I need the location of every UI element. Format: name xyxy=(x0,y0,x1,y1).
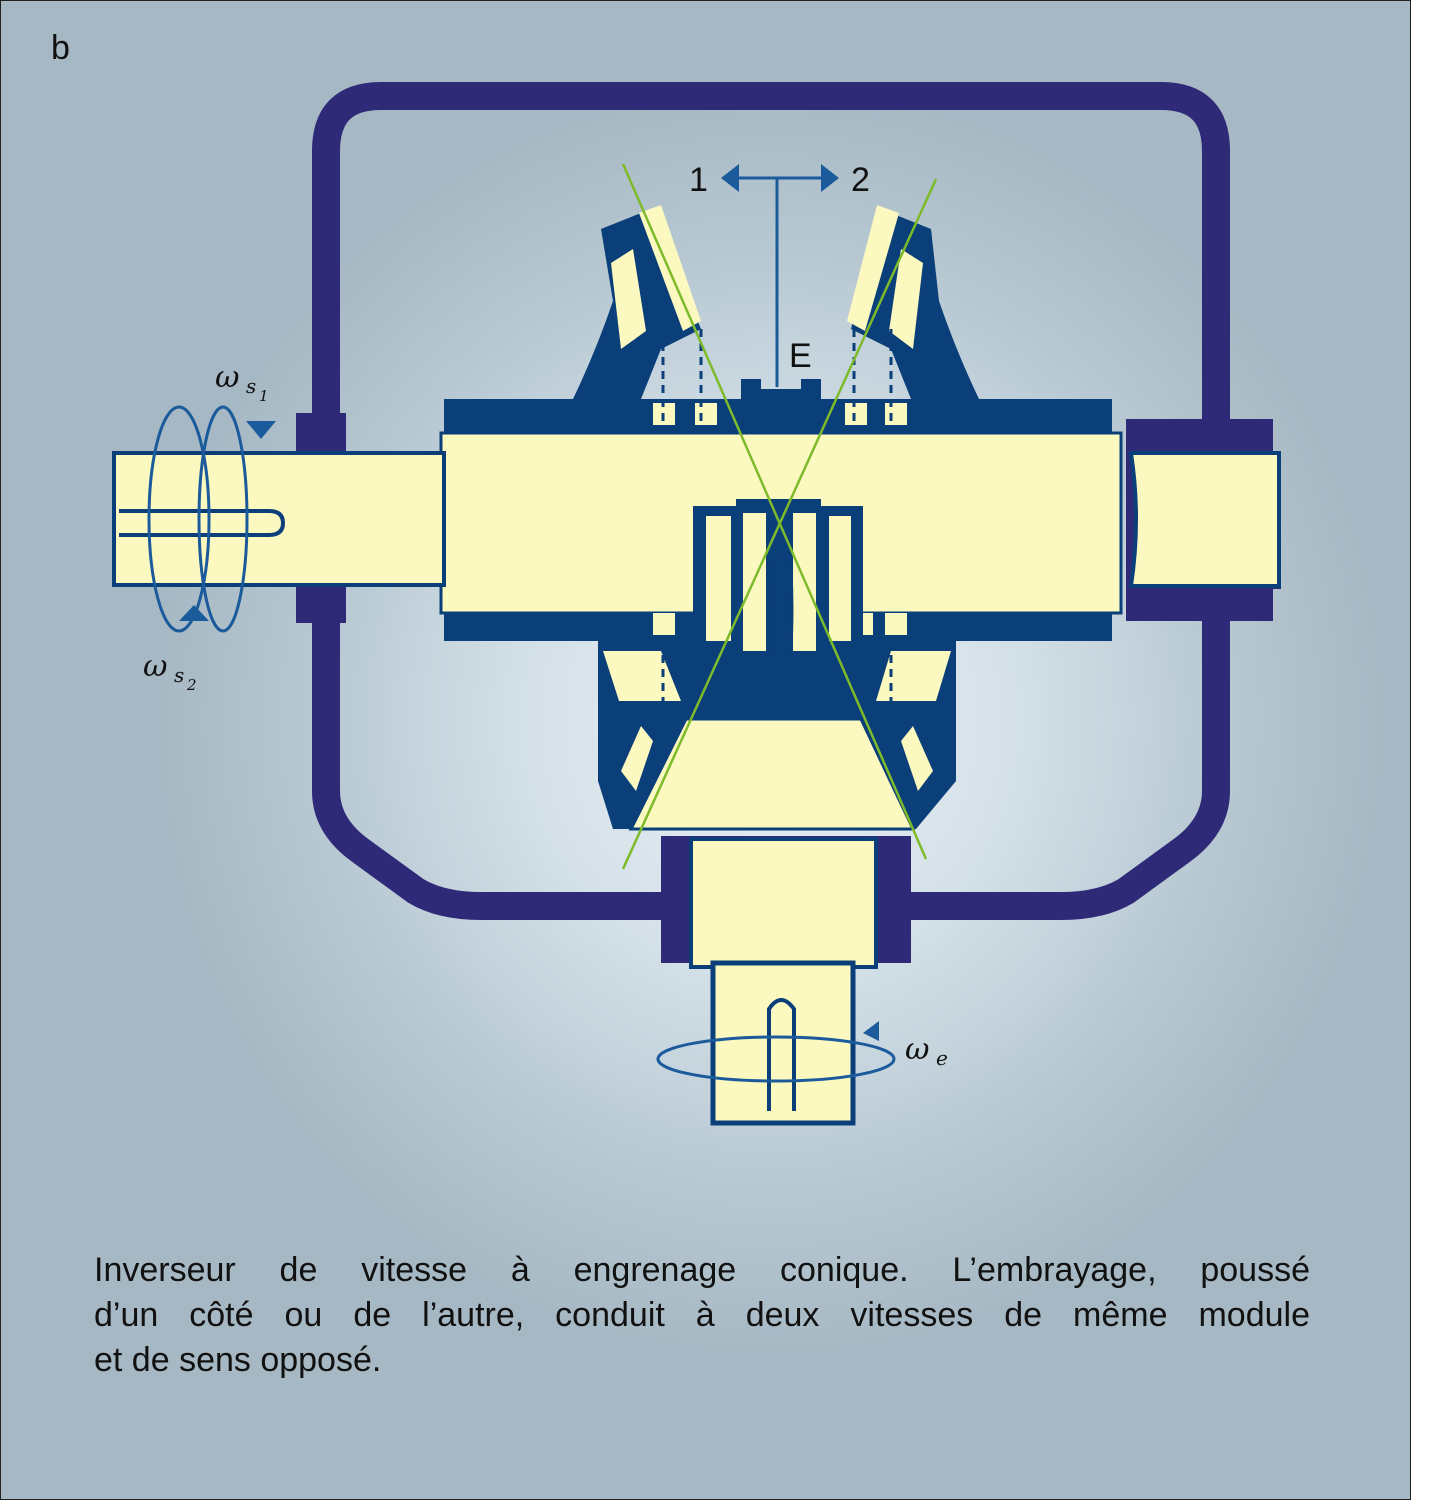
panel-label: b xyxy=(51,29,70,67)
shift-indicator xyxy=(721,164,839,387)
omega-s1-arrow-icon xyxy=(246,421,276,439)
caption-line-2: d’un côté ou de l’autre, conduit à deux … xyxy=(94,1296,1310,1334)
omega-e-label: ω e xyxy=(905,1032,948,1070)
svg-text:1: 1 xyxy=(259,387,269,405)
position-2-label: 2 xyxy=(851,161,870,199)
omega-s2-arrow-icon xyxy=(179,605,209,621)
omega-s2-label: ω s 2 xyxy=(143,649,197,694)
svg-text:ω: ω xyxy=(905,1032,929,1067)
svg-text:ω: ω xyxy=(143,649,167,684)
position-1-label: 1 xyxy=(689,161,708,199)
svg-text:ω: ω xyxy=(215,360,239,395)
svg-text:e: e xyxy=(936,1046,948,1070)
caption-line-1: Inverseur de vitesse à engrenage conique… xyxy=(94,1251,1310,1289)
svg-text:s: s xyxy=(246,374,256,398)
svg-text:2: 2 xyxy=(186,676,197,694)
clutch-label: E xyxy=(789,337,812,375)
figure-caption: Inverseur de vitesse à engrenage conique… xyxy=(94,1248,1310,1383)
pitch-lines xyxy=(621,163,938,870)
rotation-arrows xyxy=(147,405,896,1083)
omega-e-arrow-icon xyxy=(863,1021,879,1041)
bevel-gear-reverser-diagram: b 1 2 E ω s 1 ω s 2 ω e xyxy=(51,29,1281,1126)
omega-s1-label: ω s 1 xyxy=(215,360,269,405)
figure-panel: b 1 2 E ω s 1 ω s 2 ω e Inverseur de vit… xyxy=(0,0,1411,1500)
caption-line-3: et de sens opposé. xyxy=(94,1341,382,1379)
svg-text:s: s xyxy=(174,663,184,687)
